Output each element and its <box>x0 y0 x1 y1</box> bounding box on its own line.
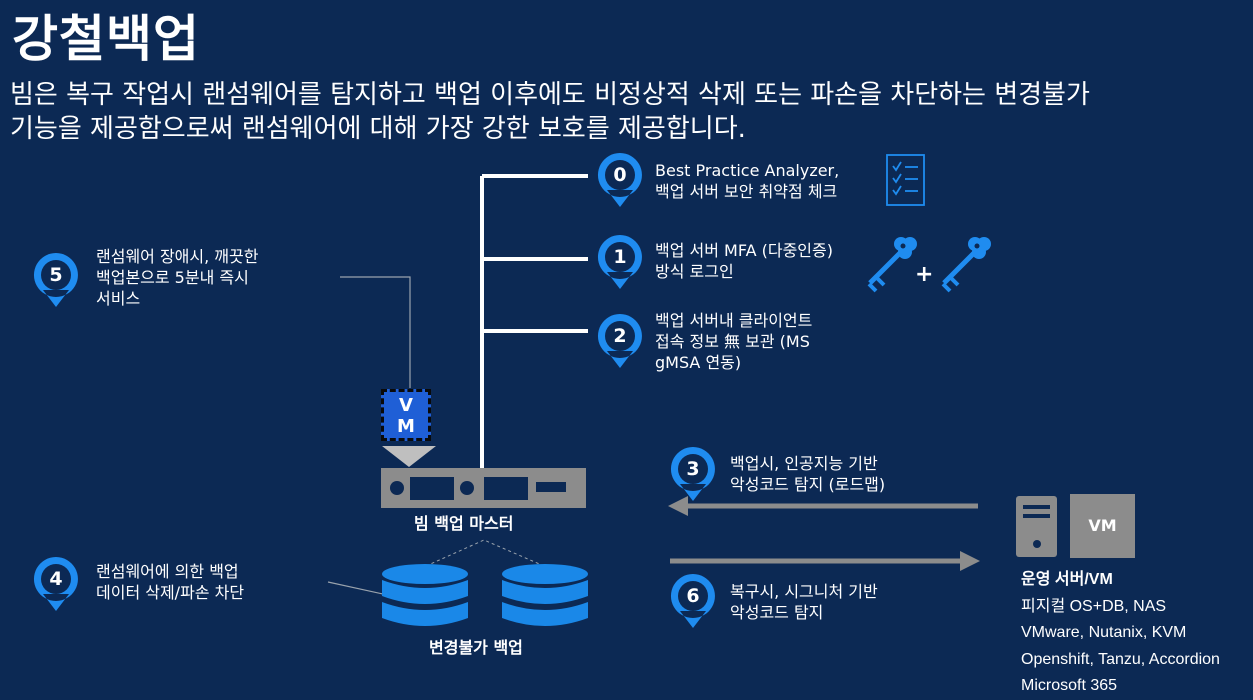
vm-box <box>1070 494 1135 558</box>
step-2-line: gMSA 연동) <box>655 353 742 372</box>
page-subtitle: 빔은 복구 작업시 랜섬웨어를 탐지하고 백업 이후에도 비정상적 삭제 또는 … <box>10 78 1245 146</box>
checklist-icon <box>886 154 925 206</box>
step-5-number: 5 <box>49 264 63 286</box>
arrow-right-restore <box>670 551 980 571</box>
step-0-marker: 0 <box>597 152 649 214</box>
step-0-text: Best Practice Analyzer, 백업 서버 보안 취약점 체크 <box>655 160 839 202</box>
vm-pointer-triangle <box>382 446 436 467</box>
master-db-dashed-link <box>425 539 545 567</box>
step-3-marker: 3 <box>670 446 722 508</box>
step-1-line: 백업 서버 MFA (다중인증) <box>655 241 833 260</box>
step-3-text: 백업시, 인공지능 기반 악성코드 탐지 (로드맵) <box>730 453 885 495</box>
callout-line-5 <box>340 276 411 388</box>
step-4-line: 랜섬웨어에 의한 백업 <box>96 562 239 581</box>
database-icon <box>502 564 588 626</box>
step-6-line: 복구시, 시그니처 기반 <box>730 582 878 601</box>
step-3-number: 3 <box>686 458 700 480</box>
step-5-line: 백업본으로 5분내 즉시 <box>96 268 249 287</box>
step-3-line: 악성코드 탐지 (로드맵) <box>730 475 886 494</box>
immutable-backup-label: 변경불가 백업 <box>429 638 523 657</box>
step-2-line: 접속 정보 無 보관 (MS <box>655 332 810 351</box>
step-3-line: 백업시, 인공지능 기반 <box>730 454 878 473</box>
vm-badge-line-2: M <box>397 416 415 437</box>
step-4-text: 랜섬웨어에 의한 백업 데이터 삭제/파손 차단 <box>96 561 244 603</box>
step-0-number: 0 <box>613 164 627 186</box>
page-title: 강철백업 <box>12 10 200 68</box>
step-6-number: 6 <box>686 585 700 607</box>
step-1-line: 방식 로그인 <box>655 262 734 281</box>
step-4-marker: 4 <box>33 556 85 618</box>
step-1-marker: 1 <box>597 234 649 296</box>
subtitle-line-1: 빔은 복구 작업시 랜섬웨어를 탐지하고 백업 이후에도 비정상적 삭제 또는 … <box>10 80 1090 110</box>
step-2-marker: 2 <box>597 313 649 375</box>
production-line: VMware, Nutanix, KVM <box>1021 624 1187 641</box>
production-heading: 운영 서버/VM <box>1021 571 1113 588</box>
step-0-line: 백업 서버 보안 취약점 체크 <box>655 182 838 201</box>
step-2-line: 백업 서버내 클라이언트 <box>655 311 813 330</box>
step-5-line: 서비스 <box>96 289 141 308</box>
mfa-plus-sign: + <box>915 262 934 287</box>
arrow-left-backup <box>668 496 978 516</box>
subtitle-line-2: 기능을 제공함으로써 랜섬웨어에 대해 가장 강한 보호를 제공합니다. <box>10 114 746 144</box>
production-servers: 운영 서버/VM 피지컬 OS+DB, NAS VMware, Nutanix,… <box>1021 567 1220 700</box>
step-4-line: 데이터 삭제/파손 차단 <box>96 583 245 602</box>
vm-box-label: VM <box>1088 516 1117 535</box>
production-line: Microsoft 365 <box>1021 677 1118 694</box>
database-icon <box>382 564 468 626</box>
callout-line-4 <box>327 581 393 597</box>
step-5-marker: 5 <box>33 252 85 314</box>
production-line: 피지컬 OS+DB, NAS <box>1021 597 1167 615</box>
tree-connector <box>480 174 588 470</box>
key-icon <box>867 237 917 293</box>
vm-badge-line-1: V <box>399 395 413 416</box>
backup-master-server-icon <box>381 468 586 508</box>
step-1-text: 백업 서버 MFA (다중인증) 방식 로그인 <box>655 240 833 282</box>
server-tower-icon <box>1016 496 1057 557</box>
step-5-line: 랜섬웨어 장애시, 깨끗한 <box>96 247 259 266</box>
step-5-text: 랜섬웨어 장애시, 깨끗한 백업본으로 5분내 즉시 서비스 <box>96 246 258 309</box>
key-icon <box>941 237 991 293</box>
step-2-number: 2 <box>613 325 627 347</box>
backup-master-label: 빔 백업 마스터 <box>414 514 514 533</box>
step-2-text: 백업 서버내 클라이언트 접속 정보 無 보관 (MS gMSA 연동) <box>655 310 812 373</box>
step-1-number: 1 <box>613 246 627 268</box>
production-line: Openshift, Tanzu, Accordion <box>1021 650 1220 668</box>
step-4-number: 4 <box>49 568 63 590</box>
step-6-marker: 6 <box>670 573 722 635</box>
vm-badge: V M <box>381 389 431 441</box>
step-6-text: 복구시, 시그니처 기반 악성코드 탐지 <box>730 581 878 623</box>
step-0-line: Best Practice Analyzer, <box>655 161 840 180</box>
step-6-line: 악성코드 탐지 <box>730 603 824 622</box>
